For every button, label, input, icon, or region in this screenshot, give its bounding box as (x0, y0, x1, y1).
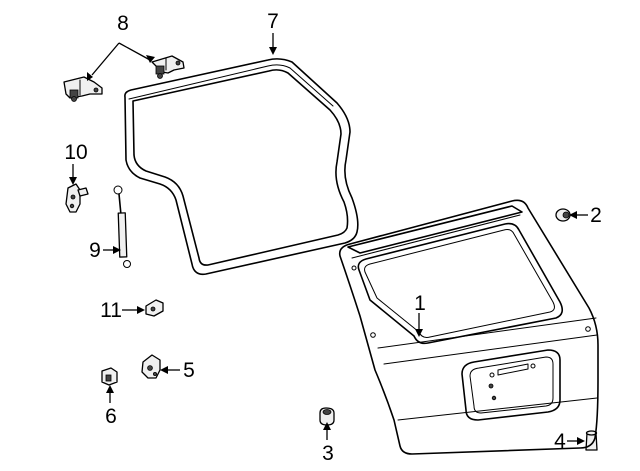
arrowhead-10 (69, 177, 77, 185)
part-3-cushion[interactable] (319, 407, 335, 426)
part-11-stopper[interactable] (145, 299, 164, 317)
arrowhead-7 (269, 47, 277, 55)
leader-8b (91, 42, 120, 76)
part-8-hinge-upper[interactable] (151, 55, 185, 79)
arrowhead-5 (160, 366, 168, 374)
part-10-bracket[interactable] (65, 183, 89, 213)
callout-5: 5 (183, 359, 195, 382)
arrowhead-4 (577, 437, 585, 445)
part-8-hinge-lower[interactable] (63, 76, 103, 102)
callout-8: 8 (117, 12, 129, 35)
leader-lines (69, 33, 588, 445)
arrowhead-6 (106, 385, 114, 393)
arrowhead-9 (113, 246, 121, 254)
arrowhead-2 (569, 211, 577, 219)
part-5-latch[interactable] (141, 354, 161, 379)
callout-3: 3 (322, 442, 334, 465)
callout-labels: 7 8 10 9 11 5 6 2 1 3 4 (64, 10, 602, 465)
part-7-weatherstrip[interactable] (124, 58, 359, 276)
part-9-lift-support[interactable] (113, 185, 131, 268)
callout-10: 10 (64, 141, 87, 164)
callout-6: 6 (105, 405, 117, 428)
arrowhead-8a (146, 55, 155, 63)
part-1-lift-gate[interactable] (338, 199, 599, 455)
callout-7: 7 (267, 10, 279, 33)
callout-11: 11 (100, 299, 122, 322)
callout-2: 2 (590, 204, 602, 227)
arrowhead-1 (415, 329, 423, 337)
part-2-grommet[interactable] (555, 208, 571, 222)
callout-9: 9 (89, 239, 101, 262)
callout-1: 1 (414, 292, 426, 315)
leader-8a (118, 42, 151, 61)
callout-4: 4 (554, 430, 566, 453)
part-6-lock[interactable] (101, 367, 118, 386)
arrowhead-11 (137, 306, 145, 314)
arrowhead-3 (323, 422, 331, 430)
arrowhead-8b (87, 72, 93, 81)
